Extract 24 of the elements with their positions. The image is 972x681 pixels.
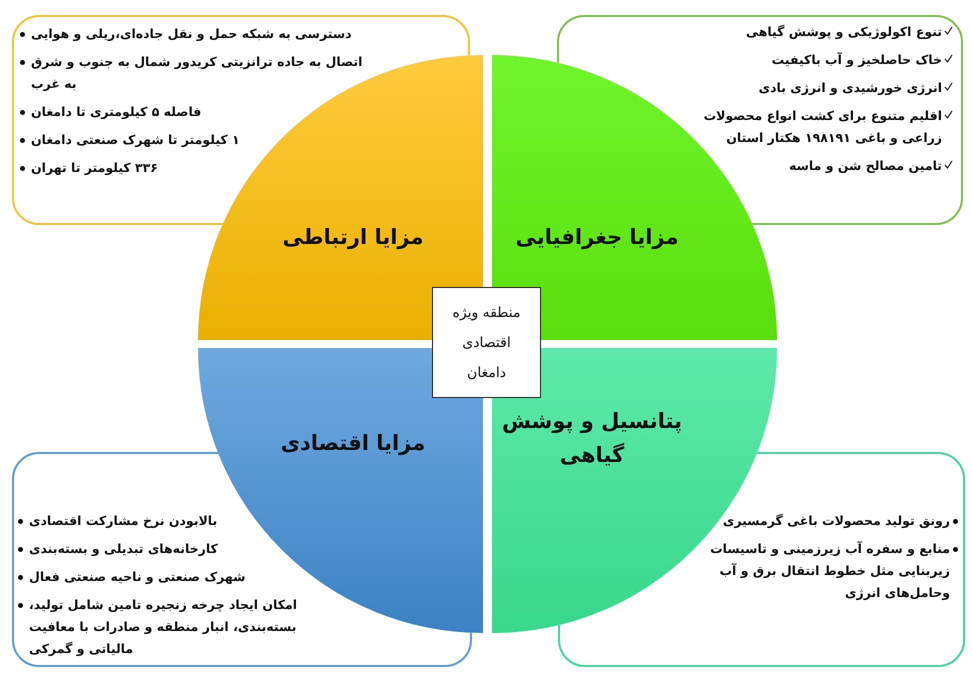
quadrant-title: پتانسیل و پوشش گیاهی: [501, 408, 683, 469]
quadrant-title: مزایا ارتباطی: [281, 224, 424, 252]
list-item: امکان ایجاد چرخه زنجیره تامین شامل تولید، بسته‌بندی، انبار منطقه و صادرات با معافیت مالیاتی و گمرکی: [29, 596, 298, 658]
list-item: دسترسی به شبکه حمل و نقل جاده‌ای،ریلی و هوایی: [31, 25, 352, 43]
list-item: رونق تولید محصولات باغی گرمسیری: [722, 512, 950, 530]
quadrant-title: مزایا اقتصادی: [280, 430, 426, 458]
quadrant-title: مزایا جغرافیایی: [514, 224, 680, 252]
list-item: کارخانه‌های تبدیلی و بسته‌بندی: [29, 540, 218, 558]
center-box: [432, 287, 541, 398]
list-item: تامین مصالح شن و ماسه: [789, 157, 942, 175]
list-item: تنوع اکولوژیکی و پوشش گیاهی: [746, 23, 942, 41]
list-item: ۳۳۶ کیلومتر تا تهران: [31, 159, 158, 177]
info-card: [12, 15, 470, 225]
list-item: اقلیم متنوع برای کشت انواع محصولات زراعی و باغی ۱۹۸۱۹۱ هکتار استان: [702, 107, 942, 147]
center-title: منطقه ویژه اقتصادی دامغان: [452, 304, 522, 382]
info-card: [557, 15, 963, 225]
list-item: خاک حاصلخیز و آب باکیفیت: [772, 51, 942, 69]
list-item: اتصال به جاده ترانزیتی کریدور شمال به جنوب و شرق به غرب: [31, 53, 364, 93]
list-item: انرژی خورشیدی و انرژی بادی: [758, 79, 942, 97]
list-item: منابع و سفره آب زیرزمینی و تاسیسات زیربنایی مثل خطوط انتقال برق و آب وحامل‌های انرژی: [709, 540, 950, 602]
list-item: بالابودن نرخ مشارکت اقتصادی: [29, 512, 218, 530]
list-item: فاصله ۵ کیلومتری تا دامغان: [31, 103, 202, 121]
list-item: ۱ کیلومتر تا شهرک صنعتی دامغان: [31, 131, 240, 149]
list-item: شهرک صنعتی و ناحیه صنعتی فعال: [29, 568, 246, 586]
